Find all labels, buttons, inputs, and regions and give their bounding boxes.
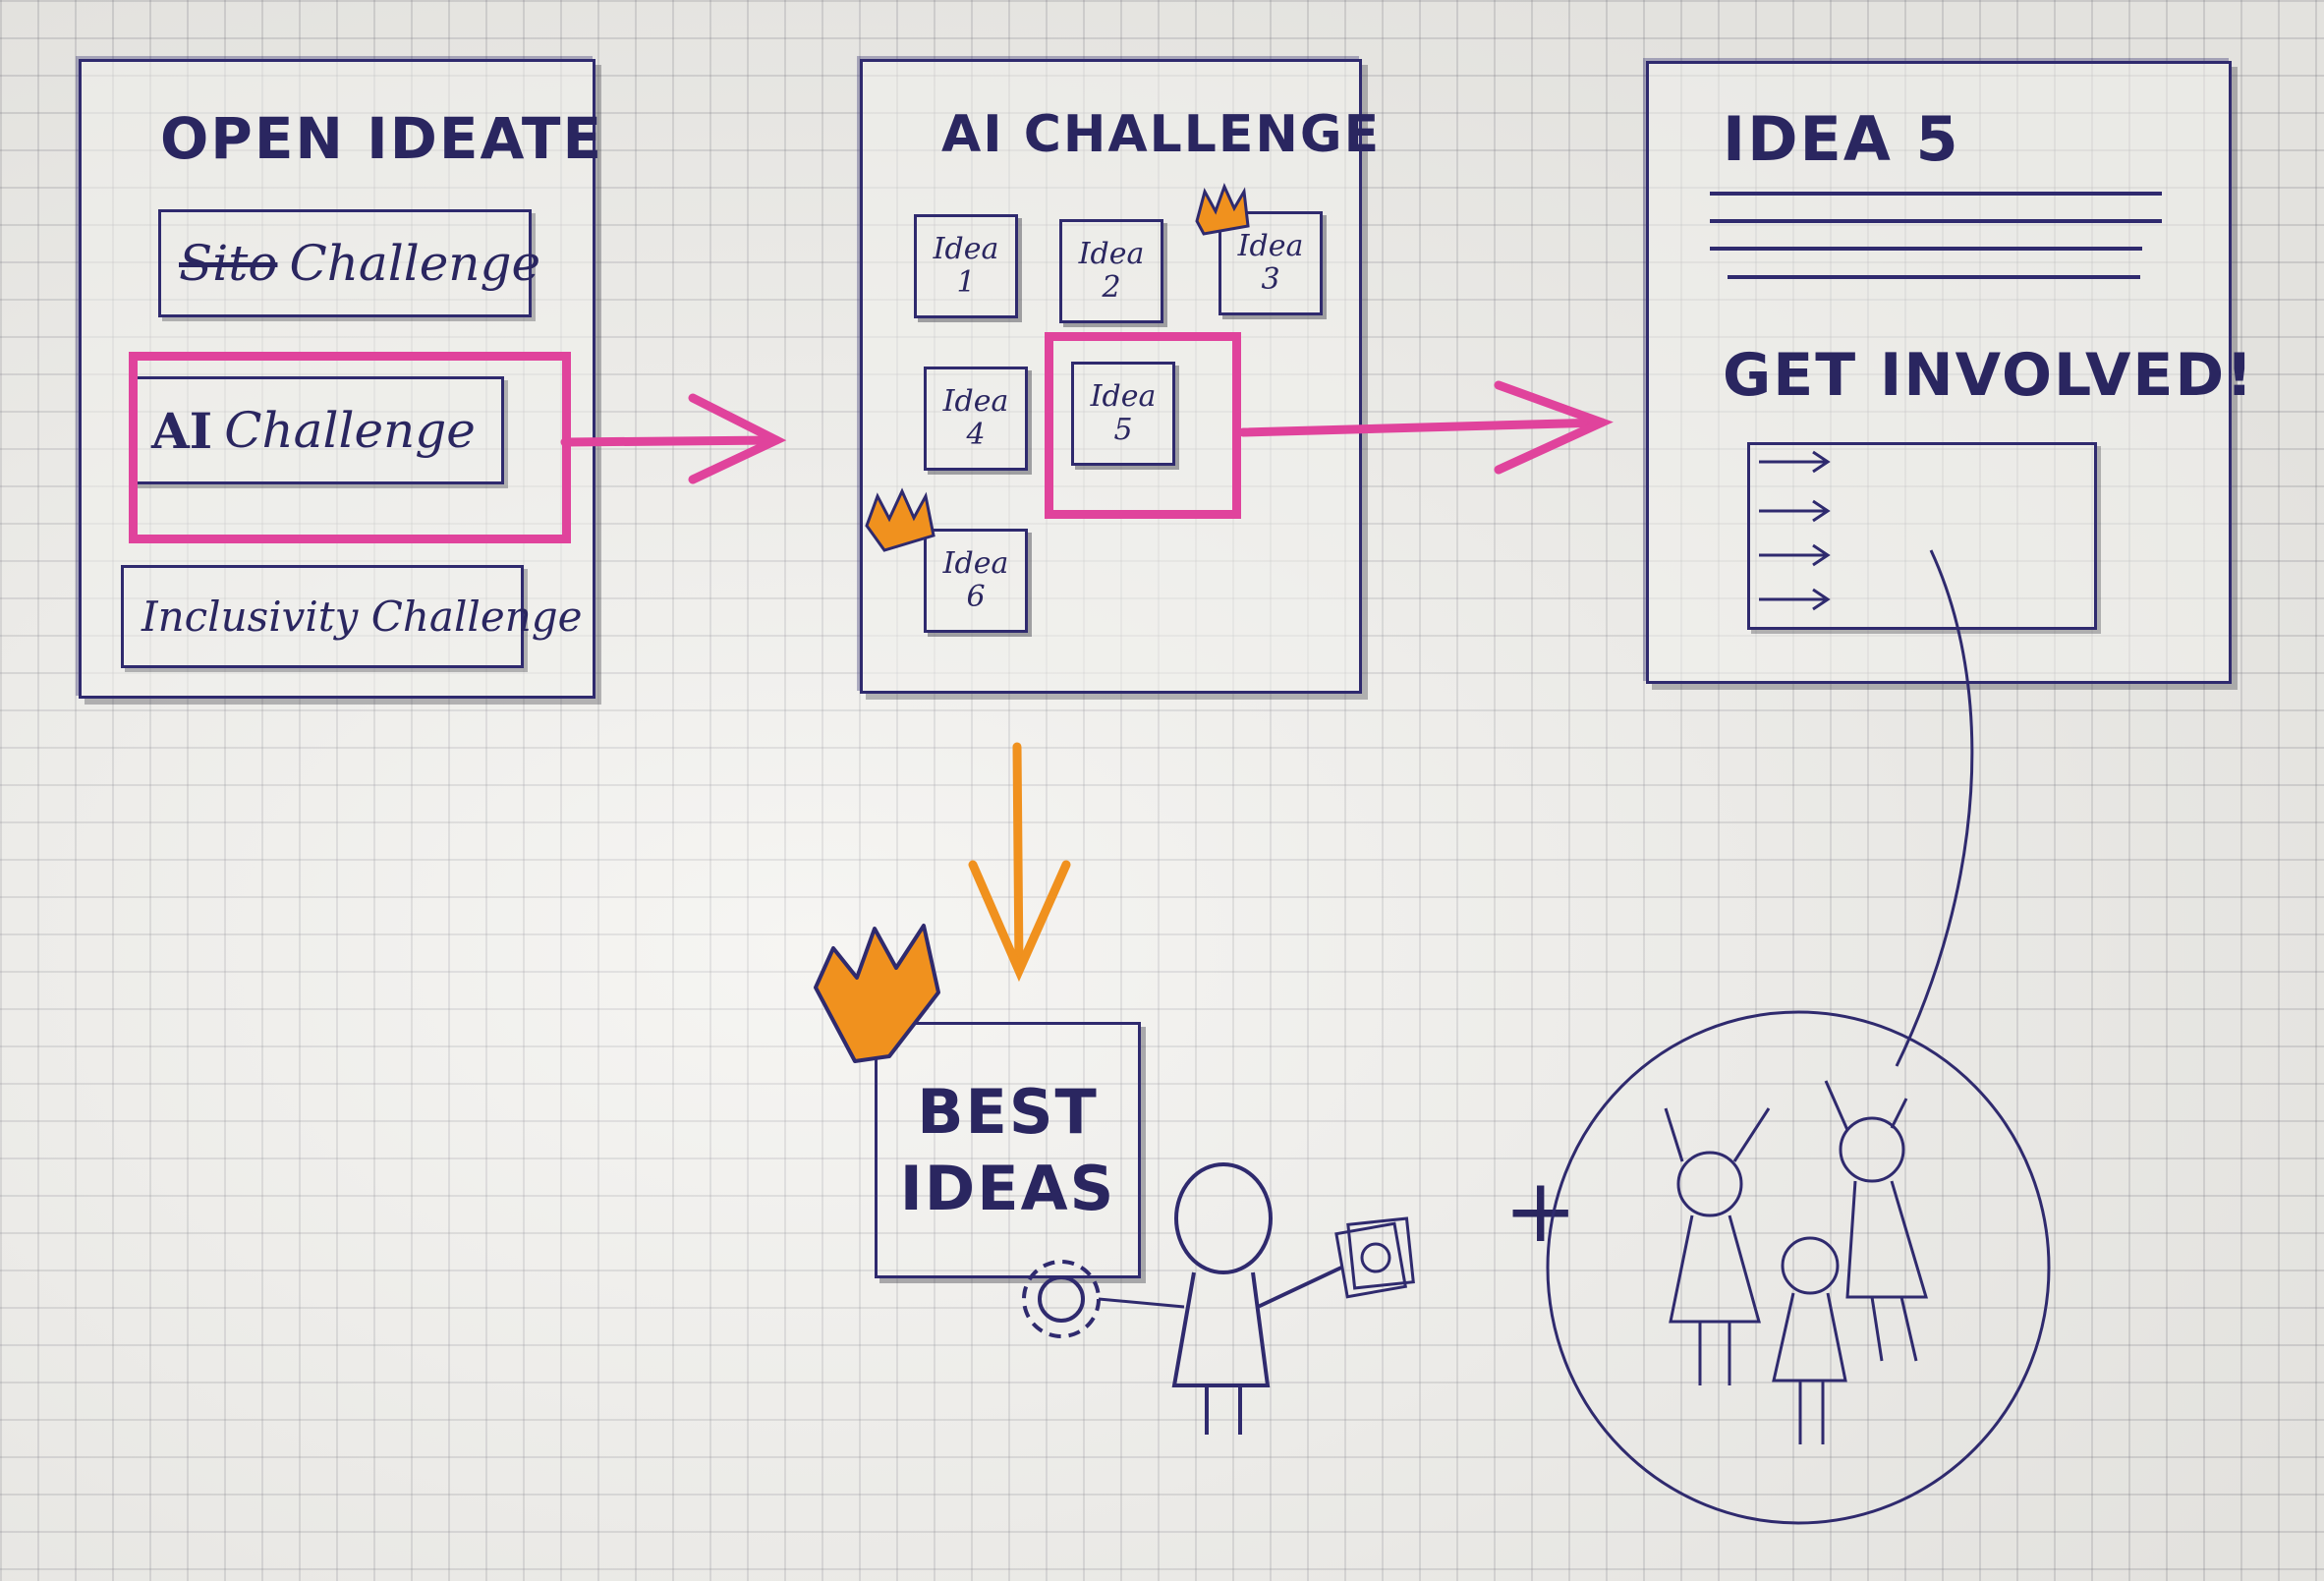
text-line [1728, 275, 2140, 279]
idea-number: 1 [956, 265, 976, 300]
challenge-screen: AI CHALLENGE Idea 1 Idea 2 Idea 3 Idea 4… [860, 59, 1379, 694]
idea-word: Idea [1078, 237, 1145, 271]
get-involved-heading: GET INVOLVED! [1723, 341, 2255, 410]
idea-tile-3[interactable]: Idea 3 [1219, 211, 1323, 315]
text-line [1710, 247, 2142, 251]
home-title: OPEN IDEATE [160, 105, 604, 172]
selected-idea-highlight [1045, 332, 1241, 519]
idea-tile-5[interactable]: Idea 5 [1071, 362, 1175, 466]
orange-arrow-icon [968, 742, 1071, 983]
idea-number: 6 [966, 580, 986, 614]
idea-number: 5 [1113, 413, 1133, 447]
money-icon [1334, 1216, 1415, 1299]
gear-link-line [1098, 1297, 1185, 1309]
idea-tile-1[interactable]: Idea 1 [914, 214, 1018, 318]
challenge-label-2: Challenge [224, 402, 476, 459]
best-ideas-line1: BEST [917, 1075, 1099, 1148]
challenge-title: AI CHALLENGE [941, 105, 1382, 164]
idea-number: 2 [1102, 270, 1121, 305]
pink-arrow-icon [1238, 380, 1614, 475]
crown-icon [1195, 183, 1250, 236]
challenge-item-3[interactable]: Inclusivity Challenge [121, 565, 583, 668]
idea-tile-4[interactable]: Idea 4 [924, 367, 1028, 471]
challenge-label-1: Challenge [289, 235, 541, 292]
idea-tile-6[interactable]: Idea 6 [924, 529, 1028, 633]
connector-line [1895, 549, 1974, 1067]
crown-icon [865, 487, 935, 552]
text-line [1710, 219, 2162, 223]
idea-word: Idea [942, 384, 1009, 419]
pink-arrow-icon [560, 393, 787, 484]
challenge-prefix-ai: AI [151, 401, 213, 460]
idea-word: Idea [1090, 379, 1157, 414]
idea-word: Idea [1237, 229, 1304, 263]
idea-screen: IDEA 5 GET INVOLVED! [1646, 61, 2253, 684]
selected-highlight [129, 352, 571, 543]
idea-word: Idea [933, 232, 999, 266]
idea-tile-2[interactable]: Idea 2 [1059, 219, 1163, 323]
best-ideas-line2: IDEAS [899, 1152, 1116, 1224]
arrow-list-icon [1759, 450, 1831, 611]
text-line [1710, 192, 2162, 196]
crown-icon [814, 924, 940, 1063]
contribution-box[interactable] [1747, 442, 2097, 630]
idea-number: 3 [1261, 262, 1280, 297]
home-screen: OPEN IDEATE Sito Challenge AI Challenge … [79, 59, 601, 699]
challenge-item-1[interactable]: Sito Challenge [158, 209, 540, 317]
challenge-label-3: Inclusivity Challenge [142, 593, 583, 641]
idea-word: Idea [942, 546, 1009, 581]
gear-icon [1022, 1260, 1101, 1338]
challenge-item-ai[interactable]: AI Challenge [131, 376, 504, 484]
idea-title: IDEA 5 [1723, 103, 1960, 175]
person-icon [1171, 1162, 1342, 1435]
best-ideas-box: BEST IDEAS [875, 1022, 1141, 1278]
group-icon [1546, 1010, 2051, 1525]
idea-number: 4 [966, 418, 986, 452]
struck-prefix: Sito [179, 235, 278, 292]
